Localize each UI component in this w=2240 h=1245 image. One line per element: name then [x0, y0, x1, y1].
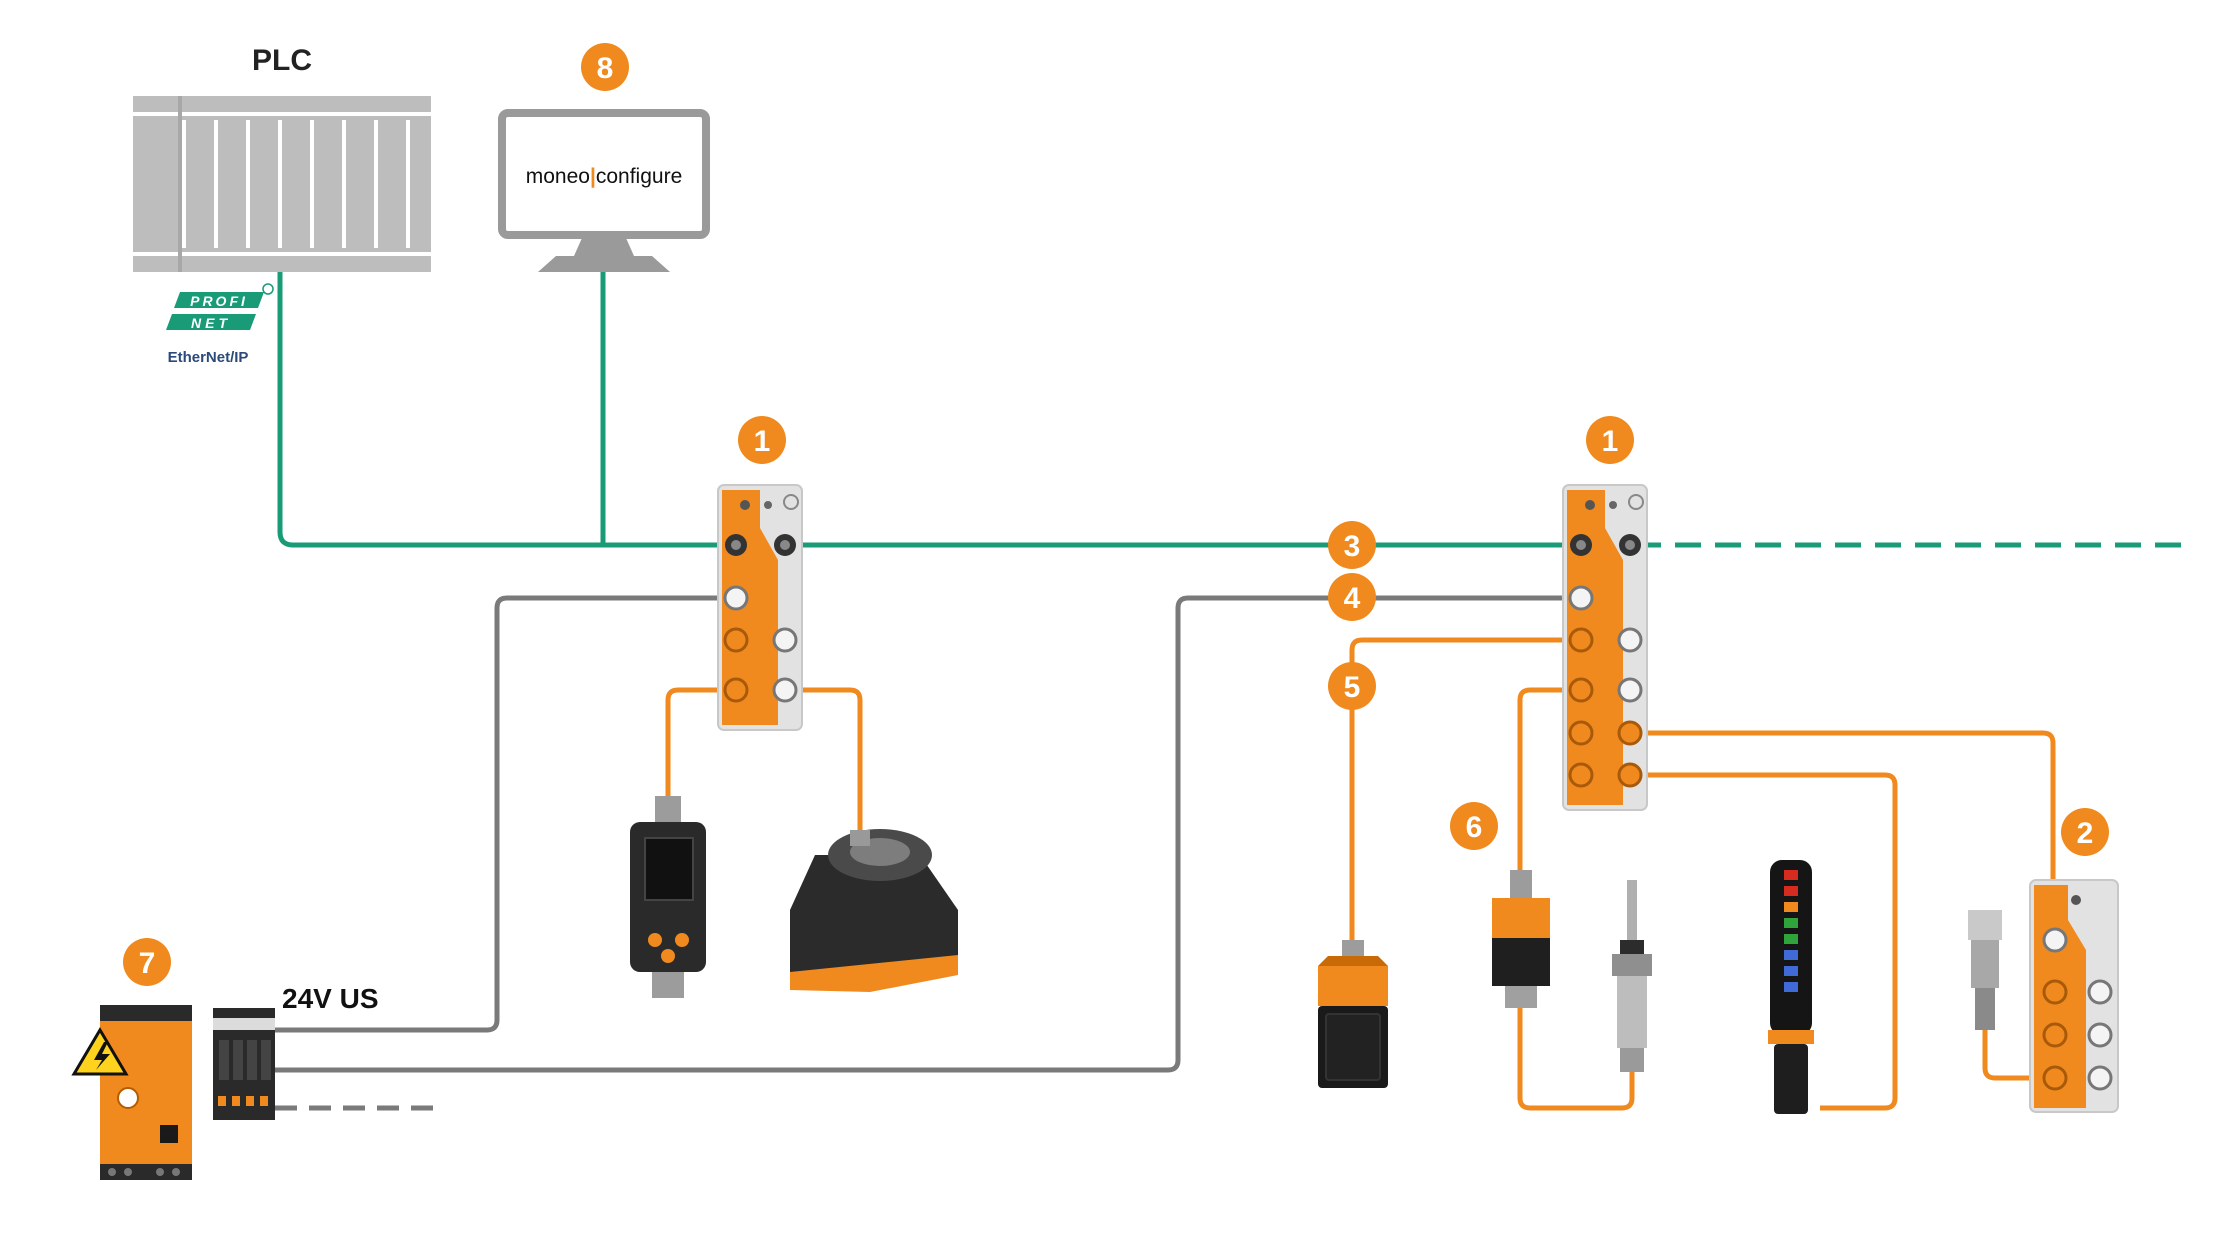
- badge-io-link-cable: 5: [1328, 662, 1376, 710]
- software-name: moneo|configure: [526, 165, 683, 188]
- signal-tower: [1768, 860, 1814, 1114]
- badge-power: 4: [1328, 573, 1376, 621]
- power-cable-master-1: [275, 595, 735, 1033]
- number-badges: 1 1 2 3 4 5 6 7: [123, 43, 2109, 986]
- proximity-sensor: [1968, 910, 2002, 1030]
- badge-ethernet-text: 3: [1344, 530, 1361, 563]
- badge-ethernet: 3: [1328, 521, 1376, 569]
- badge-adapter: 6: [1450, 802, 1498, 850]
- io-link-cable-hub: [1635, 730, 2056, 930]
- io-link-cable-inductive-sensor: [1349, 637, 1580, 940]
- io-link-adapter: [1492, 870, 1550, 1008]
- badge-master-1-text: 1: [754, 425, 771, 458]
- vibration-sensor: [790, 829, 958, 992]
- badge-power-supply: 7: [123, 938, 171, 986]
- flow-sensor: [630, 796, 706, 998]
- temperature-sensor: [1612, 880, 1652, 1072]
- power-supply: [100, 1005, 192, 1180]
- io-link-master-1: [717, 484, 803, 731]
- badge-hub-text: 2: [2077, 817, 2094, 850]
- plc-rack-icon: [133, 96, 431, 272]
- badge-power-supply-text: 7: [139, 947, 156, 980]
- badge-software-text: 8: [597, 52, 614, 85]
- ethernet-cables: [277, 270, 2195, 548]
- plc: PLC PROFI NET EtherNet/IP: [133, 44, 431, 366]
- io-link-cable-vibration-sensor: [790, 687, 863, 835]
- io-link-cable-proximity-sensor: [1982, 1030, 2045, 1081]
- badge-master-2: 1: [1586, 416, 1634, 464]
- software-name-right: configure: [596, 165, 682, 188]
- ethernet-ip-label: EtherNet/IP: [168, 349, 249, 366]
- profinet-logo-text-bottom: NET: [191, 315, 231, 331]
- badge-adapter-text: 6: [1466, 811, 1483, 844]
- io-link-hub: [2029, 879, 2119, 1113]
- io-link-cable-flow-sensor: [665, 687, 735, 800]
- software-name-left: moneo: [526, 165, 590, 188]
- inductive-sensor: [1318, 940, 1388, 1088]
- plc-label: PLC: [252, 44, 312, 77]
- badge-master-2-text: 1: [1602, 425, 1619, 458]
- power-cables: [275, 595, 1580, 1111]
- badge-hub: 2: [2061, 808, 2109, 856]
- io-link-master-2: [1562, 484, 1648, 811]
- badge-software: 8: [581, 43, 629, 91]
- software-name-divider: |: [590, 165, 596, 188]
- io-link-cables: [665, 637, 2056, 1111]
- io-link-cable-adapter: [1517, 687, 1580, 880]
- io-link-cable-signal-tower: [1635, 772, 1898, 1111]
- plc-ethernet-cable: [277, 270, 735, 548]
- badge-master-1: 1: [738, 416, 786, 464]
- badge-io-link-cable-text: 5: [1344, 671, 1361, 704]
- supply-label: 24V US: [282, 983, 379, 1014]
- profinet-logo-text-top: PROFI: [190, 293, 248, 309]
- power-cable-master-2: [275, 595, 1580, 1073]
- io-link-cable-temperature-sensor: [1517, 1000, 1635, 1111]
- high-voltage-warning-icon: [71, 1027, 129, 1076]
- badge-power-text: 4: [1344, 582, 1361, 615]
- profinet-logo: PROFI NET: [166, 283, 274, 331]
- power-distributor: [213, 1008, 275, 1120]
- monitor-icon: moneo|configure: [498, 109, 710, 272]
